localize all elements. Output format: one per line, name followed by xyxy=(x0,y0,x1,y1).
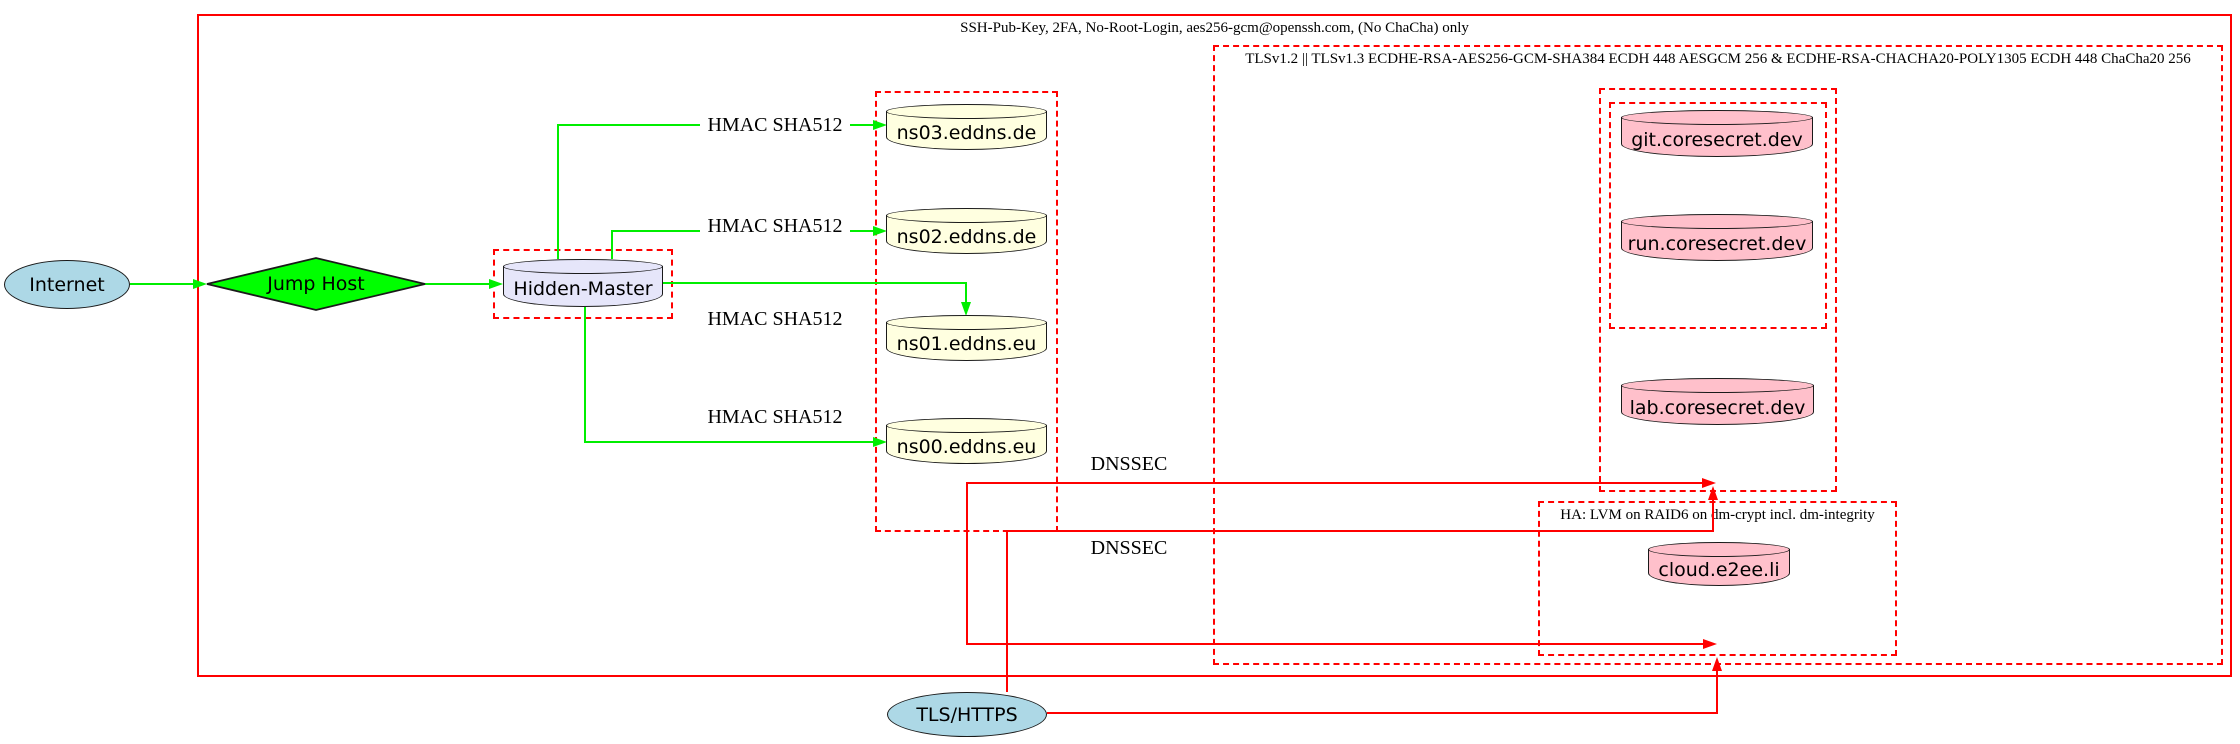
cylinder-top xyxy=(1621,214,1813,229)
ha-zone-box xyxy=(1538,501,1897,656)
ha-zone-label: HA: LVM on RAID6 on dm-crypt incl. dm-in… xyxy=(1560,507,1875,523)
edge-dnssec-upper-and-lower xyxy=(966,478,1717,649)
node-ns02-label: ns02.eddns.de xyxy=(896,226,1037,248)
cylinder-top xyxy=(886,315,1047,330)
edge-label-dnssec-upper: DNSSEC xyxy=(1083,453,1175,475)
cylinder-top xyxy=(886,208,1047,223)
arrowhead-icon xyxy=(1708,486,1718,500)
node-run-label: run.coresecret.dev xyxy=(1627,232,1807,255)
node-ns00: ns00.eddns.eu xyxy=(886,418,1047,464)
server-subnet-outer-box xyxy=(1599,88,1837,492)
node-internet: Internet xyxy=(4,260,130,309)
arrowhead-icon xyxy=(873,226,887,236)
cylinder-top xyxy=(886,104,1047,119)
edge-tlshttps-right-to-ha xyxy=(1047,657,1722,714)
node-ns01: ns01.eddns.eu xyxy=(886,315,1047,361)
arrowhead-icon xyxy=(489,279,503,289)
node-hidden-master-label: Hidden-Master xyxy=(513,278,653,300)
node-lab: lab.coresecret.dev xyxy=(1621,378,1814,425)
edge-label-hmac-ns01: HMAC SHA512 xyxy=(700,308,850,330)
node-git-label: git.coresecret.dev xyxy=(1631,128,1803,151)
node-cloud-label: cloud.e2ee.li xyxy=(1658,559,1780,581)
cylinder-top xyxy=(1621,378,1814,393)
node-ns02: ns02.eddns.de xyxy=(886,208,1047,254)
arrowhead-icon xyxy=(873,120,887,130)
edge-hiddenmaster-to-ns00 xyxy=(584,307,887,447)
edge-label-hmac-ns03: HMAC SHA512 xyxy=(700,114,850,136)
tls-zone-label: TLSv1.2 || TLSv1.3 ECDHE-RSA-AES256-GCM-… xyxy=(1245,51,2191,67)
node-ns01-label: ns01.eddns.eu xyxy=(896,333,1037,355)
node-tls-https: TLS/HTTPS xyxy=(887,692,1047,737)
node-ns00-label: ns00.eddns.eu xyxy=(896,436,1037,458)
edge-internet-to-jumphost xyxy=(130,279,207,289)
edge-label-hmac-ns02: HMAC SHA512 xyxy=(700,215,850,237)
node-jump-host-label: Jump Host xyxy=(267,273,365,295)
cylinder-top xyxy=(503,259,663,274)
node-cloud: cloud.e2ee.li xyxy=(1648,542,1790,586)
node-run: run.coresecret.dev xyxy=(1621,214,1813,261)
node-git: git.coresecret.dev xyxy=(1621,110,1813,157)
arrowhead-icon xyxy=(193,279,207,289)
ssh-zone-box xyxy=(197,14,2232,677)
arrowhead-icon xyxy=(1712,657,1722,671)
arrowhead-icon xyxy=(1702,478,1716,488)
arrowhead-icon xyxy=(873,437,887,447)
node-lab-label: lab.coresecret.dev xyxy=(1629,396,1806,419)
node-jump-host-shape xyxy=(206,257,426,311)
edge-hiddenmaster-to-ns03 xyxy=(557,120,887,259)
node-ns03: ns03.eddns.de xyxy=(886,104,1047,150)
edge-label-dnssec-lower: DNSSEC xyxy=(1083,537,1175,559)
edge-tlshttps-top-to-subnet xyxy=(1006,486,1718,692)
cylinder-top xyxy=(1648,542,1790,557)
node-ns03-label: ns03.eddns.de xyxy=(896,122,1037,144)
edge-label-hmac-ns00: HMAC SHA512 xyxy=(700,406,850,428)
cylinder-top xyxy=(886,418,1047,433)
arrowhead-icon xyxy=(961,302,971,316)
edge-hiddenmaster-to-ns01 xyxy=(663,282,971,316)
arrowhead-icon xyxy=(1703,639,1717,649)
cylinder-top xyxy=(1621,110,1813,125)
ssh-zone-label: SSH-Pub-Key, 2FA, No-Root-Login, aes256-… xyxy=(960,20,1469,36)
server-subnet-inner-box xyxy=(1609,102,1827,329)
node-hidden-master: Hidden-Master xyxy=(503,259,663,307)
edge-jumphost-to-hiddenmaster xyxy=(425,279,503,289)
